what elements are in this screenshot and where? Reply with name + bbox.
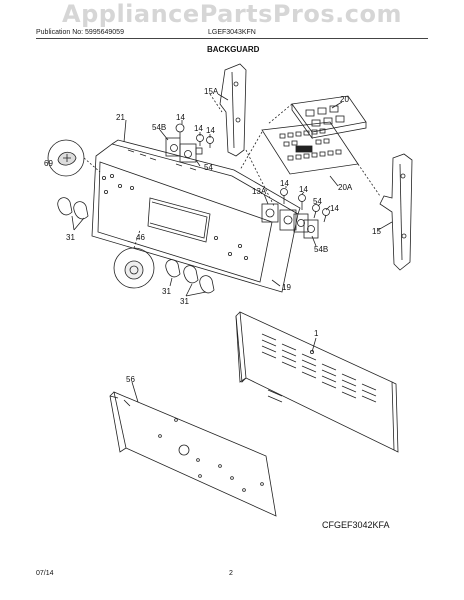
part-46-callout bbox=[113, 229, 155, 289]
label-14-a: 14 bbox=[176, 113, 185, 122]
label-69: 69 bbox=[44, 159, 53, 168]
label-14-e: 14 bbox=[299, 185, 308, 194]
diagram-code: CFGEF3042KFA bbox=[322, 520, 390, 530]
part-21-backguard-panel bbox=[91, 139, 301, 293]
part-1-rear-panel bbox=[235, 311, 399, 453]
footer-date: 07/14 bbox=[36, 570, 54, 577]
publication-number: Publication No: 5995649059 bbox=[36, 29, 124, 36]
label-54-lower: 54 bbox=[313, 197, 322, 206]
label-20: 20 bbox=[340, 95, 349, 104]
assembly-lines bbox=[209, 93, 381, 207]
header-rule bbox=[36, 38, 428, 39]
label-54b-lower: 54B bbox=[314, 245, 328, 254]
part-31-knobs-left bbox=[57, 197, 89, 220]
label-15: 15 bbox=[372, 227, 381, 236]
part-69-callout bbox=[47, 139, 101, 177]
label-31-bottom-b: 31 bbox=[180, 297, 189, 306]
label-1: 1 bbox=[314, 329, 319, 338]
label-20a: 20A bbox=[338, 183, 353, 192]
leader-lines bbox=[71, 93, 393, 403]
label-21: 21 bbox=[116, 113, 125, 122]
label-31-bottom-a: 31 bbox=[162, 287, 171, 296]
part-20-control-board bbox=[291, 95, 367, 140]
label-15a: 15A bbox=[204, 87, 219, 96]
label-14-c: 14 bbox=[206, 126, 215, 135]
label-19: 19 bbox=[282, 283, 291, 292]
label-31-left: 31 bbox=[66, 233, 75, 242]
part-15a-end-cap bbox=[219, 63, 247, 157]
label-54-upper: 54 bbox=[204, 163, 213, 172]
watermark: AppliancePartsPros.com bbox=[62, 0, 402, 28]
label-46: 46 bbox=[136, 233, 145, 242]
label-14-d: 14 bbox=[280, 179, 289, 188]
model-number: LGEF3043KFN bbox=[208, 29, 256, 36]
part-15-right-end-cap bbox=[379, 153, 413, 271]
footer-page-number: 2 bbox=[229, 570, 233, 577]
part-56-lower-cover bbox=[109, 391, 277, 517]
part-31-knobs-bottom bbox=[165, 259, 215, 294]
label-14-b: 14 bbox=[194, 124, 203, 133]
section-title: BACKGUARD bbox=[207, 45, 260, 54]
label-13a: 13A bbox=[252, 187, 267, 196]
part-14-knob-studs-lower bbox=[280, 188, 330, 223]
part-13a-switches bbox=[261, 203, 319, 239]
part-54b-upper-switches bbox=[165, 137, 203, 163]
label-54b-upper: 54B bbox=[152, 123, 166, 132]
label-14-f: 14 bbox=[330, 204, 339, 213]
label-56: 56 bbox=[126, 375, 135, 384]
